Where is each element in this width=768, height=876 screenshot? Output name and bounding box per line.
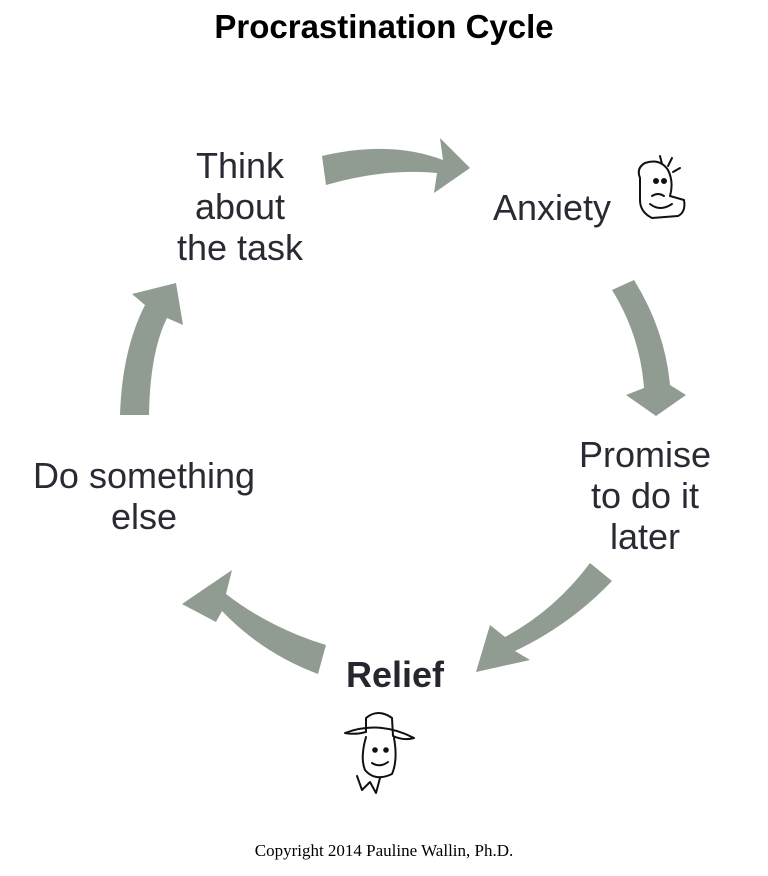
arrow-promise-to-relief — [476, 563, 612, 672]
node-do-something-else: Do something else — [32, 455, 256, 537]
node-relief: Relief — [345, 654, 445, 695]
node-anxiety: Anxiety — [492, 187, 612, 228]
node-promise-later: Promise to do it later — [578, 434, 712, 557]
worried-face-icon — [637, 155, 686, 219]
arrow-relief-to-doelse — [182, 570, 326, 674]
node-think-about-task: Think about the task — [176, 145, 304, 268]
copyright-text: Copyright 2014 Pauline Wallin, Ph.D. — [254, 841, 514, 860]
arrow-doelse-to-think — [120, 283, 183, 415]
arrow-think-to-anxiety — [322, 138, 470, 193]
page-title: Procrastination Cycle — [214, 8, 554, 45]
relaxed-man-icon — [344, 712, 415, 794]
arrow-anxiety-to-promise — [612, 280, 686, 416]
